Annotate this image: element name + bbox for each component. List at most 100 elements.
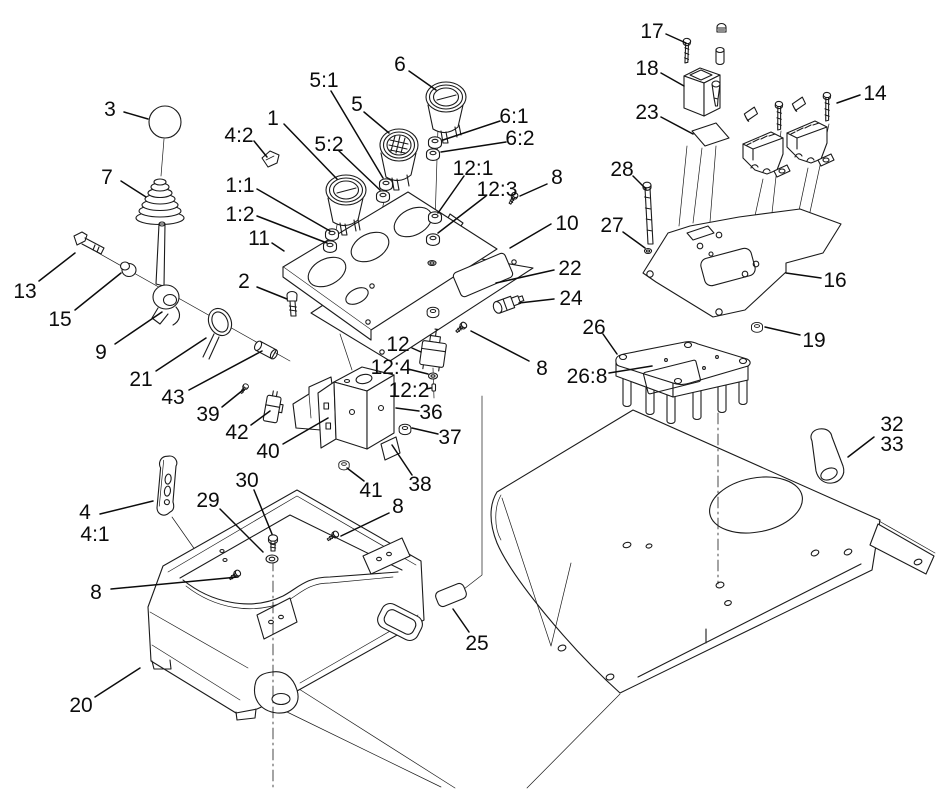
callout-leader-6:2 [440, 141, 507, 153]
callout-leader-8 [519, 183, 548, 197]
callout-label-16: 16 [823, 269, 846, 292]
callout-label-32: 32 [880, 413, 903, 436]
callout-leader-5 [363, 111, 390, 134]
callout-leader-30 [253, 489, 273, 535]
callout-label-38: 38 [408, 473, 431, 496]
callout-label-4:1: 4:1 [80, 523, 109, 546]
callout-label-3: 3 [104, 98, 116, 121]
part-relay-18 [683, 67, 721, 117]
callout-label-23: 23 [635, 101, 658, 124]
callout-leader-22 [495, 269, 555, 284]
screw-28 [642, 181, 654, 245]
small-cylinder [715, 46, 725, 66]
washer-12-4 [427, 372, 439, 380]
tab-a [743, 106, 759, 122]
callout-label-21: 21 [129, 368, 152, 391]
callout-leader-17 [665, 33, 687, 44]
callout-label-12:1: 12:1 [453, 157, 494, 180]
callout-label-10: 10 [555, 212, 578, 235]
part-decal-22 [452, 252, 514, 298]
part-tube-32-33 [810, 428, 845, 484]
callout-leader-41 [346, 467, 365, 482]
part-pad-23 [691, 122, 730, 147]
callout-leader-1:1 [256, 188, 331, 232]
callout-leader-13 [38, 252, 76, 282]
callout-leader-12:3 [437, 195, 487, 234]
callout-label-12: 12 [386, 333, 409, 356]
callout-leader-8 [110, 576, 239, 590]
fender-hole [709, 476, 803, 534]
callout-leader-12 [411, 347, 422, 353]
nut-5-2 [375, 190, 391, 203]
callout-label-13: 13 [13, 280, 36, 303]
callout-leader-4:2 [253, 140, 268, 158]
washer-29 [265, 554, 279, 564]
callout-leader-29 [219, 508, 264, 553]
nut-1-1 [324, 228, 340, 241]
callout-leader-40 [282, 417, 329, 445]
callout-label-41: 41 [359, 479, 382, 502]
screw-30 [267, 534, 279, 552]
nut-12-1 [427, 211, 443, 224]
callout-label-12:4: 12:4 [371, 356, 412, 379]
callout-label-6:1: 6:1 [499, 105, 528, 128]
part-bracket-36 [317, 366, 395, 450]
nut-5-1 [378, 178, 394, 191]
callout-leader-18 [660, 72, 685, 87]
part-25-connector [435, 582, 467, 608]
callout-leader-20 [94, 667, 141, 698]
callout-leader-12:4 [407, 368, 429, 375]
part-switch-42 [262, 390, 284, 424]
terminal-block-a [742, 131, 791, 178]
callout-label-18: 18 [635, 57, 658, 80]
callout-leader-26:8 [608, 365, 653, 374]
callout-label-17: 17 [640, 20, 663, 43]
callout-leader-27 [622, 231, 646, 249]
callout-leader-14 [836, 94, 861, 104]
nut-19 [751, 321, 763, 333]
part-knob-3 [148, 105, 182, 139]
callout-leader-3 [123, 111, 149, 120]
screw-2 [286, 291, 298, 317]
callout-leader-28 [632, 175, 647, 190]
callout-label-43: 43 [161, 386, 184, 409]
pin-12-2 [431, 383, 437, 392]
callout-leader-6:1 [442, 120, 501, 141]
part-shift-lever-9 [151, 221, 181, 326]
callout-label-11: 11 [248, 227, 270, 250]
callout-label-5: 5 [351, 93, 363, 116]
callout-label-40: 40 [256, 440, 279, 463]
part-plate-16 [642, 208, 842, 318]
nut-37 [398, 423, 412, 436]
callout-label-12:3: 12:3 [477, 178, 518, 201]
callout-leader-21 [155, 337, 207, 372]
callout-label-5:1: 5:1 [309, 69, 338, 92]
callout-leader-24 [518, 298, 555, 304]
part-gauge-1 [325, 174, 367, 236]
callout-leader-37 [411, 427, 439, 435]
callout-leader-5:2 [338, 150, 381, 191]
callout-leader-26 [602, 333, 618, 355]
callout-leader-25 [452, 608, 470, 633]
callout-leader-36 [395, 407, 420, 412]
part-bolt-13 [73, 231, 105, 255]
callout-leader-43 [188, 350, 263, 391]
callout-leader-9 [114, 311, 163, 345]
callout-leader-1 [283, 123, 338, 180]
callout-label-36: 36 [419, 401, 442, 424]
part-panel-11 [282, 191, 498, 341]
callout-label-29: 29 [196, 489, 219, 512]
callout-label-1:2: 1:2 [225, 203, 254, 226]
console-foot [254, 671, 299, 714]
part-clip-38 [380, 436, 401, 461]
console-bracket-right [362, 537, 411, 575]
callout-leader-2 [256, 286, 288, 300]
callout-label-4:2: 4:2 [224, 124, 253, 147]
callout-label-7: 7 [101, 166, 113, 189]
console-housing-20 [147, 489, 425, 790]
nut-6-1 [427, 136, 443, 149]
screw-8-mid [453, 320, 469, 335]
screw-14a [774, 100, 784, 131]
callout-leader-11 [271, 242, 285, 252]
